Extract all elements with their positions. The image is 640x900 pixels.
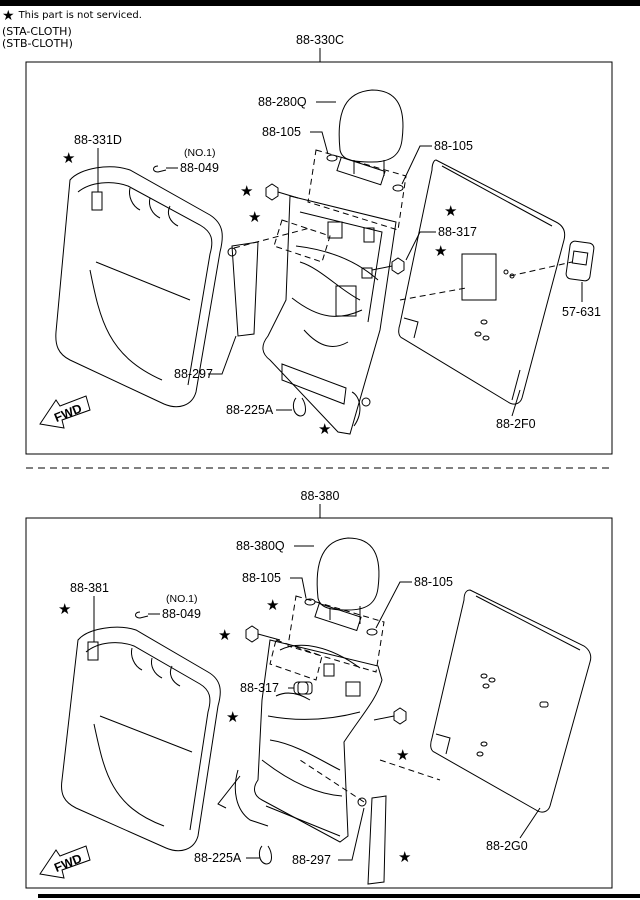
upper-panel-leader (511, 389, 521, 417)
lower-back-panel (430, 589, 592, 813)
star-icon: ★ (226, 709, 239, 726)
lower-trim-strip (357, 795, 387, 885)
upper-seat-frame (262, 195, 397, 435)
lower-seat-cover (61, 626, 221, 852)
lower-fwd-arrow-icon (39, 845, 91, 879)
lower-guide-right-label: 88-105 (414, 575, 453, 589)
lower-seat-frame (217, 639, 383, 843)
lower-guide-left (304, 598, 316, 606)
star-icon: ★ (396, 747, 409, 764)
trim-code-1: (STA-CLOTH) (2, 25, 72, 38)
lower-trim-label: 88-297 (292, 853, 331, 867)
upper-knob-label: 57-631 (562, 305, 601, 319)
star-icon: ★ (266, 597, 279, 614)
upper-guide-left-leader (310, 131, 329, 155)
upper-fwd-arrow-icon (39, 395, 91, 429)
lower-panel-leader (519, 807, 541, 839)
star-icon: ★ (218, 627, 231, 644)
upper-guide-left-label: 88-105 (262, 125, 301, 139)
lower-headrest-dash (287, 595, 385, 673)
upper-seat-cover (55, 166, 223, 408)
lower-clip-label: 88-049 (162, 607, 201, 621)
upper-frame-dash (273, 219, 331, 263)
lower-panel-label: 88-2G0 (486, 839, 528, 853)
upper-back-panel (398, 159, 566, 405)
trim-code-2: (STB-CLOTH) (2, 37, 73, 50)
lower-frame-dash (269, 639, 323, 681)
upper-cover-label: 88-331D (74, 133, 122, 147)
upper-bolt-317-leader (405, 231, 436, 261)
upper-trim-label: 88-297 (174, 367, 213, 381)
star-icon: ★ (248, 209, 261, 226)
upper-bolt-left (265, 183, 299, 201)
lower-panel-dash (379, 759, 441, 781)
upper-guide-right (392, 184, 404, 192)
lower-guide-right (366, 628, 378, 636)
lower-headrest-label: 88-380Q (236, 539, 285, 553)
upper-frame-box (25, 61, 613, 455)
upper-clip-label: 88-049 (180, 161, 219, 175)
lower-frame-box (25, 517, 613, 889)
upper-guide-bracket (336, 156, 386, 186)
upper-guide-right-leader (401, 145, 432, 185)
upper-guide-right-label: 88-105 (434, 139, 473, 153)
lower-guide-left-label: 88-105 (242, 571, 281, 585)
star-icon: ★ (318, 421, 331, 438)
upper-panel-dash-2 (509, 261, 573, 277)
star-icon: ★ (444, 203, 457, 220)
upper-guide-left (326, 154, 338, 162)
lower-bolt-317 (293, 681, 309, 695)
upper-no1-label: (NO.1) (184, 147, 216, 159)
upper-trim-dash (233, 227, 311, 249)
upper-headrest (338, 89, 404, 176)
upper-clip-shape (153, 165, 167, 173)
upper-panel-dash-1 (399, 287, 467, 301)
lower-fwd-label: FWD (52, 851, 84, 875)
star-icon: ★ (398, 849, 411, 866)
star-icon: ★ (62, 150, 75, 167)
lower-trim-dash (299, 759, 365, 803)
lower-guide-right-leader (375, 581, 412, 629)
upper-bolt-317-label: 88-317 (438, 225, 477, 239)
top-rule (0, 0, 640, 6)
upper-hook-label: 88-225A (226, 403, 274, 417)
upper-trim-strip (227, 241, 259, 337)
lower-no1-label: (NO.1) (166, 593, 198, 605)
upper-fwd-label: FWD (52, 401, 84, 425)
lower-hook (258, 845, 272, 865)
upper-bolt-317 (371, 257, 405, 275)
lower-trim-leader (338, 807, 365, 861)
upper-cover-tag (91, 191, 103, 211)
lower-guide-left-leader (290, 577, 307, 599)
lower-hook-label: 88-225A (194, 851, 242, 865)
lower-assembly-label: 88-380 (301, 489, 340, 503)
upper-headrest-dash (307, 149, 407, 231)
star-icon: ★ (58, 601, 71, 618)
note-text: This part is not serviced. (18, 10, 142, 21)
not-serviced-note: ★ This part is not serviced. (2, 7, 142, 24)
lower-clip-shape (135, 611, 149, 619)
star-icon: ★ (240, 183, 253, 200)
lower-bolt-317-label: 88-317 (240, 681, 279, 695)
lower-cover-tag (87, 641, 99, 661)
upper-panel-label: 88-2F0 (496, 417, 536, 431)
lower-bolt-left (245, 625, 281, 643)
upper-hook (292, 397, 306, 417)
upper-headrest-label: 88-280Q (258, 95, 307, 109)
bottom-rule (38, 894, 640, 898)
star-icon: ★ (2, 7, 15, 24)
upper-knob (565, 240, 595, 282)
lower-bolt-right (373, 707, 407, 725)
lower-guide-bracket (314, 602, 362, 632)
upper-assembly-label: 88-330C (296, 33, 344, 47)
lower-cover-label: 88-381 (70, 581, 109, 595)
upper-trim-leader (208, 335, 237, 375)
star-icon: ★ (434, 243, 447, 260)
